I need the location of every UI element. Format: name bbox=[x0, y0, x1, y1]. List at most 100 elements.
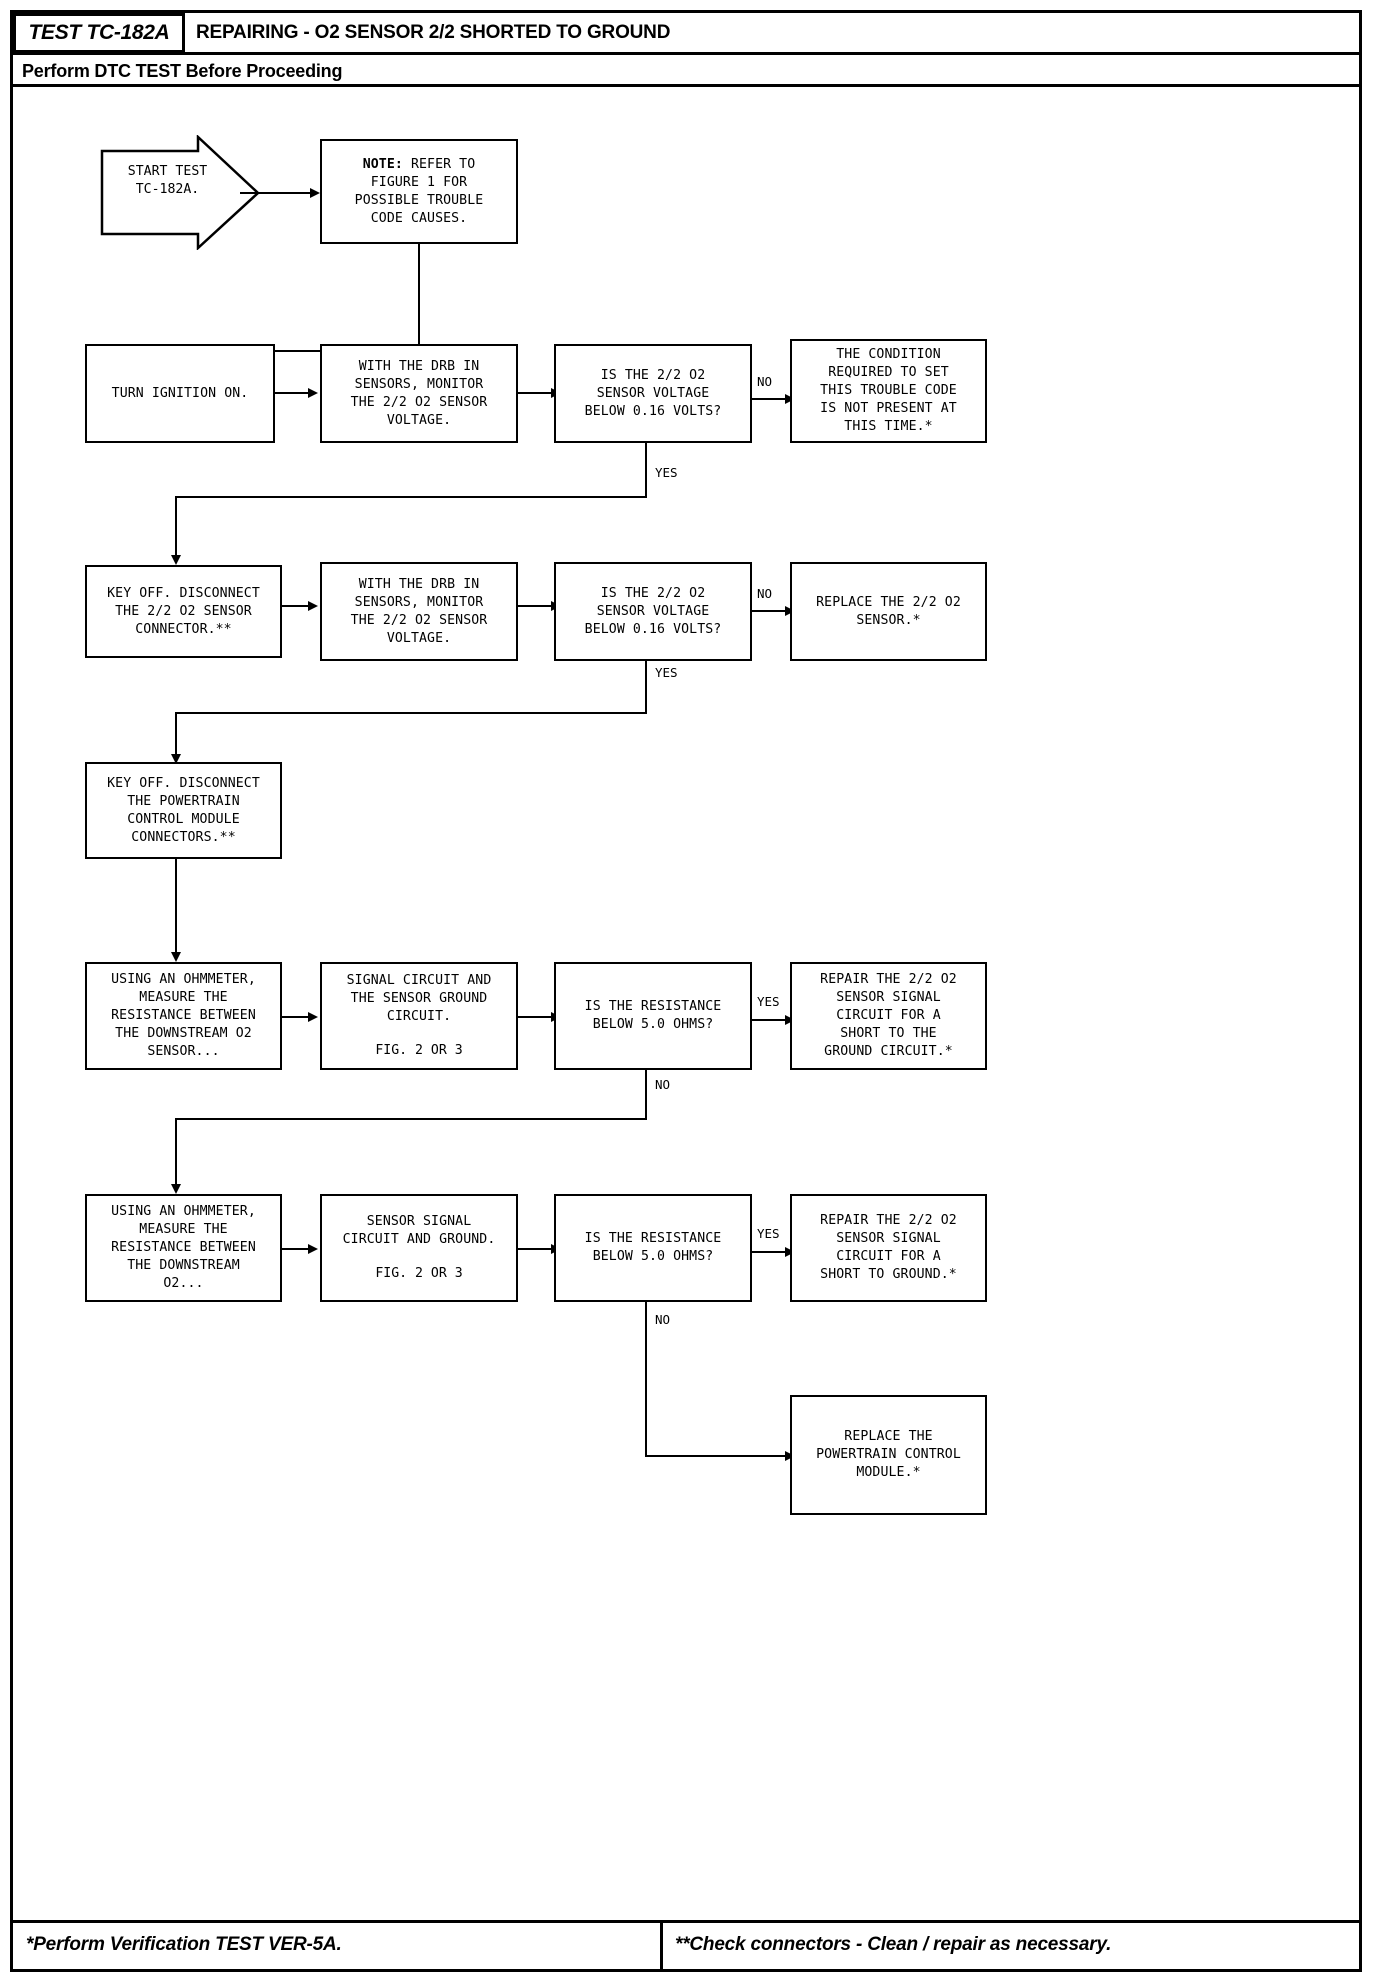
connector-decision2-yes-down bbox=[645, 661, 647, 714]
box-sensor-signal-ground-text: SENSOR SIGNAL CIRCUIT AND GROUND. bbox=[342, 1214, 496, 1247]
branch-label-no-4: NO bbox=[655, 1312, 671, 1327]
branch-label-no-1: NO bbox=[757, 374, 773, 389]
box-ohmmeter-2-text: USING AN OHMMETER, MEASURE THE RESISTANC… bbox=[111, 1204, 256, 1291]
box-signal-ground-circuit-fig: FIG. 2 OR 3 bbox=[375, 1043, 463, 1058]
box-condition-not-present-text: THE CONDITION REQUIRED TO SET THIS TROUB… bbox=[820, 347, 957, 434]
connector-note-down bbox=[418, 244, 420, 352]
box-decision-resistance-2: IS THE RESISTANCE BELOW 5.0 OHMS? bbox=[554, 1194, 752, 1302]
connector-drb2-to-decision2 bbox=[518, 605, 553, 607]
connector-ignition-to-drb1 bbox=[275, 392, 310, 394]
connector-decision2-yes-to-pcm bbox=[175, 712, 177, 757]
footer-right-note: **Check connectors - Clean / repair as n… bbox=[675, 1925, 1111, 1965]
box-repair-short-ground-circuit: REPAIR THE 2/2 O2 SENSOR SIGNAL CIRCUIT … bbox=[790, 962, 987, 1070]
start-arrow-shape bbox=[100, 135, 260, 250]
connector-decision1-yes-left bbox=[175, 496, 647, 498]
box-decision-resistance-2-text: IS THE RESISTANCE BELOW 5.0 OHMS? bbox=[584, 1231, 722, 1264]
connector-keyoff-to-drb2 bbox=[282, 605, 315, 607]
footer-divider bbox=[13, 1920, 1359, 1923]
connector-decision4-no-down bbox=[645, 1302, 647, 1457]
box-replace-sensor: REPLACE THE 2/2 O2 SENSOR.* bbox=[790, 562, 987, 661]
page-title: REPAIRING - O2 SENSOR 2/2 SHORTED TO GRO… bbox=[196, 13, 670, 53]
branch-label-no-2: NO bbox=[757, 586, 773, 601]
box-drb-monitor-1: WITH THE DRB IN SENSORS, MONITOR THE 2/2… bbox=[320, 344, 518, 443]
branch-label-yes-3: YES bbox=[757, 994, 780, 1009]
footer-column-divider bbox=[660, 1920, 663, 1969]
box-ohmmeter-1-text: USING AN OHMMETER, MEASURE THE RESISTANC… bbox=[111, 972, 256, 1059]
box-drb-monitor-1-text: WITH THE DRB IN SENSORS, MONITOR THE 2/2… bbox=[350, 358, 488, 428]
arrowhead-ohm2-to-sensorsignal bbox=[308, 1244, 318, 1254]
test-code-label: TEST TC-182A bbox=[28, 21, 170, 44]
box-key-off-pcm-text: KEY OFF. DISCONNECT THE POWERTRAIN CONTR… bbox=[107, 775, 260, 845]
box-replace-pcm: REPLACE THE POWERTRAIN CONTROL MODULE.* bbox=[790, 1395, 987, 1515]
arrowhead-decision2-yes bbox=[171, 754, 181, 764]
footer-left-note-label: *Perform Verification TEST VER-5A. bbox=[26, 1934, 342, 1955]
connector-decision4-no-right bbox=[645, 1455, 787, 1457]
connector-decision3-no-down bbox=[645, 1070, 647, 1120]
box-replace-sensor-text: REPLACE THE 2/2 O2 SENSOR.* bbox=[816, 594, 961, 628]
box-turn-ignition-text: TURN IGNITION ON. bbox=[111, 385, 249, 401]
arrowhead-pcm-to-ohm1 bbox=[171, 952, 181, 962]
header-subtitle-label: Perform DTC TEST Before Proceeding bbox=[22, 60, 343, 81]
branch-label-yes-1: YES bbox=[655, 465, 678, 480]
connector-drb1-to-decision1 bbox=[518, 392, 553, 394]
connector-decision3-yes bbox=[752, 1019, 787, 1021]
footer-right-note-label: **Check connectors - Clean / repair as n… bbox=[675, 1934, 1112, 1955]
connector-decision2-no bbox=[752, 610, 787, 612]
page-border bbox=[10, 10, 1362, 1972]
box-decision-resistance-1: IS THE RESISTANCE BELOW 5.0 OHMS? bbox=[554, 962, 752, 1070]
connector-ohm2-to-sensorsignal bbox=[282, 1248, 315, 1250]
box-drb-monitor-2: WITH THE DRB IN SENSORS, MONITOR THE 2/2… bbox=[320, 562, 518, 661]
connector-decision2-yes-left bbox=[175, 712, 647, 714]
connector-decision1-no bbox=[752, 398, 787, 400]
connector-note-left bbox=[175, 350, 420, 352]
box-ohmmeter-1: USING AN OHMMETER, MEASURE THE RESISTANC… bbox=[85, 962, 282, 1070]
box-repair-short-ground-text: REPAIR THE 2/2 O2 SENSOR SIGNAL CIRCUIT … bbox=[820, 1213, 957, 1282]
branch-label-no-3: NO bbox=[655, 1077, 671, 1092]
arrowhead-ohm1-to-signal bbox=[308, 1012, 318, 1022]
box-signal-ground-circuit-text: SIGNAL CIRCUIT AND THE SENSOR GROUND CIR… bbox=[346, 973, 492, 1024]
box-repair-short-ground-circuit-text: REPAIR THE 2/2 O2 SENSOR SIGNAL CIRCUIT … bbox=[820, 972, 957, 1059]
header-divider-2 bbox=[13, 84, 1359, 87]
arrowhead-decision1-yes bbox=[171, 555, 181, 565]
page-title-label: REPAIRING - O2 SENSOR 2/2 SHORTED TO GRO… bbox=[196, 22, 671, 43]
arrowhead-ignition-to-drb1 bbox=[308, 388, 318, 398]
box-signal-ground-circuit: SIGNAL CIRCUIT AND THE SENSOR GROUND CIR… bbox=[320, 962, 518, 1070]
box-decision-voltage-2: IS THE 2/2 O2 SENSOR VOLTAGE BELOW 0.16 … bbox=[554, 562, 752, 661]
connector-start-to-note bbox=[240, 192, 312, 194]
arrowhead-decision3-no bbox=[171, 1184, 181, 1194]
box-sensor-signal-ground-fig: FIG. 2 OR 3 bbox=[375, 1266, 463, 1281]
connector-decision1-yes-down bbox=[645, 443, 647, 498]
connector-decision1-yes-to-row2 bbox=[175, 496, 177, 558]
box-repair-short-ground: REPAIR THE 2/2 O2 SENSOR SIGNAL CIRCUIT … bbox=[790, 1194, 987, 1302]
connector-decision3-no-to-ohm2 bbox=[175, 1118, 177, 1186]
box-sensor-signal-ground: SENSOR SIGNAL CIRCUIT AND GROUND. FIG. 2… bbox=[320, 1194, 518, 1302]
box-condition-not-present: THE CONDITION REQUIRED TO SET THIS TROUB… bbox=[790, 339, 987, 443]
box-key-off-sensor: KEY OFF. DISCONNECT THE 2/2 O2 SENSOR CO… bbox=[85, 565, 282, 658]
note-text: NOTE: REFER TO FIGURE 1 FOR POSSIBLE TRO… bbox=[355, 156, 484, 228]
branch-label-yes-4: YES bbox=[757, 1226, 780, 1241]
connector-decision4-yes bbox=[752, 1251, 787, 1253]
box-key-off-pcm: KEY OFF. DISCONNECT THE POWERTRAIN CONTR… bbox=[85, 762, 282, 859]
connector-ohm1-to-signal bbox=[282, 1016, 315, 1018]
box-decision-resistance-1-text: IS THE RESISTANCE BELOW 5.0 OHMS? bbox=[584, 999, 722, 1032]
start-label: START TEST TC-182A. bbox=[127, 164, 208, 197]
connector-signal-to-decision3 bbox=[518, 1016, 553, 1018]
box-ohmmeter-2: USING AN OHMMETER, MEASURE THE RESISTANC… bbox=[85, 1194, 282, 1302]
branch-label-yes-2: YES bbox=[655, 665, 678, 680]
box-decision-voltage-1: IS THE 2/2 O2 SENSOR VOLTAGE BELOW 0.16 … bbox=[554, 344, 752, 443]
arrowhead-start-to-note bbox=[310, 188, 320, 198]
connector-sensorsignal-to-decision4 bbox=[518, 1248, 553, 1250]
note-lead-label: NOTE: bbox=[362, 156, 403, 172]
note-rest-label: REFER TO FIGURE 1 FOR POSSIBLE TROUBLE C… bbox=[354, 156, 484, 226]
box-turn-ignition: TURN IGNITION ON. bbox=[85, 344, 275, 443]
box-drb-monitor-2-text: WITH THE DRB IN SENSORS, MONITOR THE 2/2… bbox=[350, 576, 488, 646]
box-decision-voltage-1-text: IS THE 2/2 O2 SENSOR VOLTAGE BELOW 0.16 … bbox=[584, 367, 722, 419]
header-divider bbox=[13, 52, 1359, 55]
box-decision-voltage-2-text: IS THE 2/2 O2 SENSOR VOLTAGE BELOW 0.16 … bbox=[584, 585, 722, 637]
note-box: NOTE: REFER TO FIGURE 1 FOR POSSIBLE TRO… bbox=[320, 139, 518, 244]
footer-left-note: *Perform Verification TEST VER-5A. bbox=[26, 1925, 342, 1965]
box-key-off-sensor-text: KEY OFF. DISCONNECT THE 2/2 O2 SENSOR CO… bbox=[107, 585, 260, 637]
header-subtitle: Perform DTC TEST Before Proceeding bbox=[22, 56, 342, 86]
connector-decision3-no-left bbox=[175, 1118, 647, 1120]
